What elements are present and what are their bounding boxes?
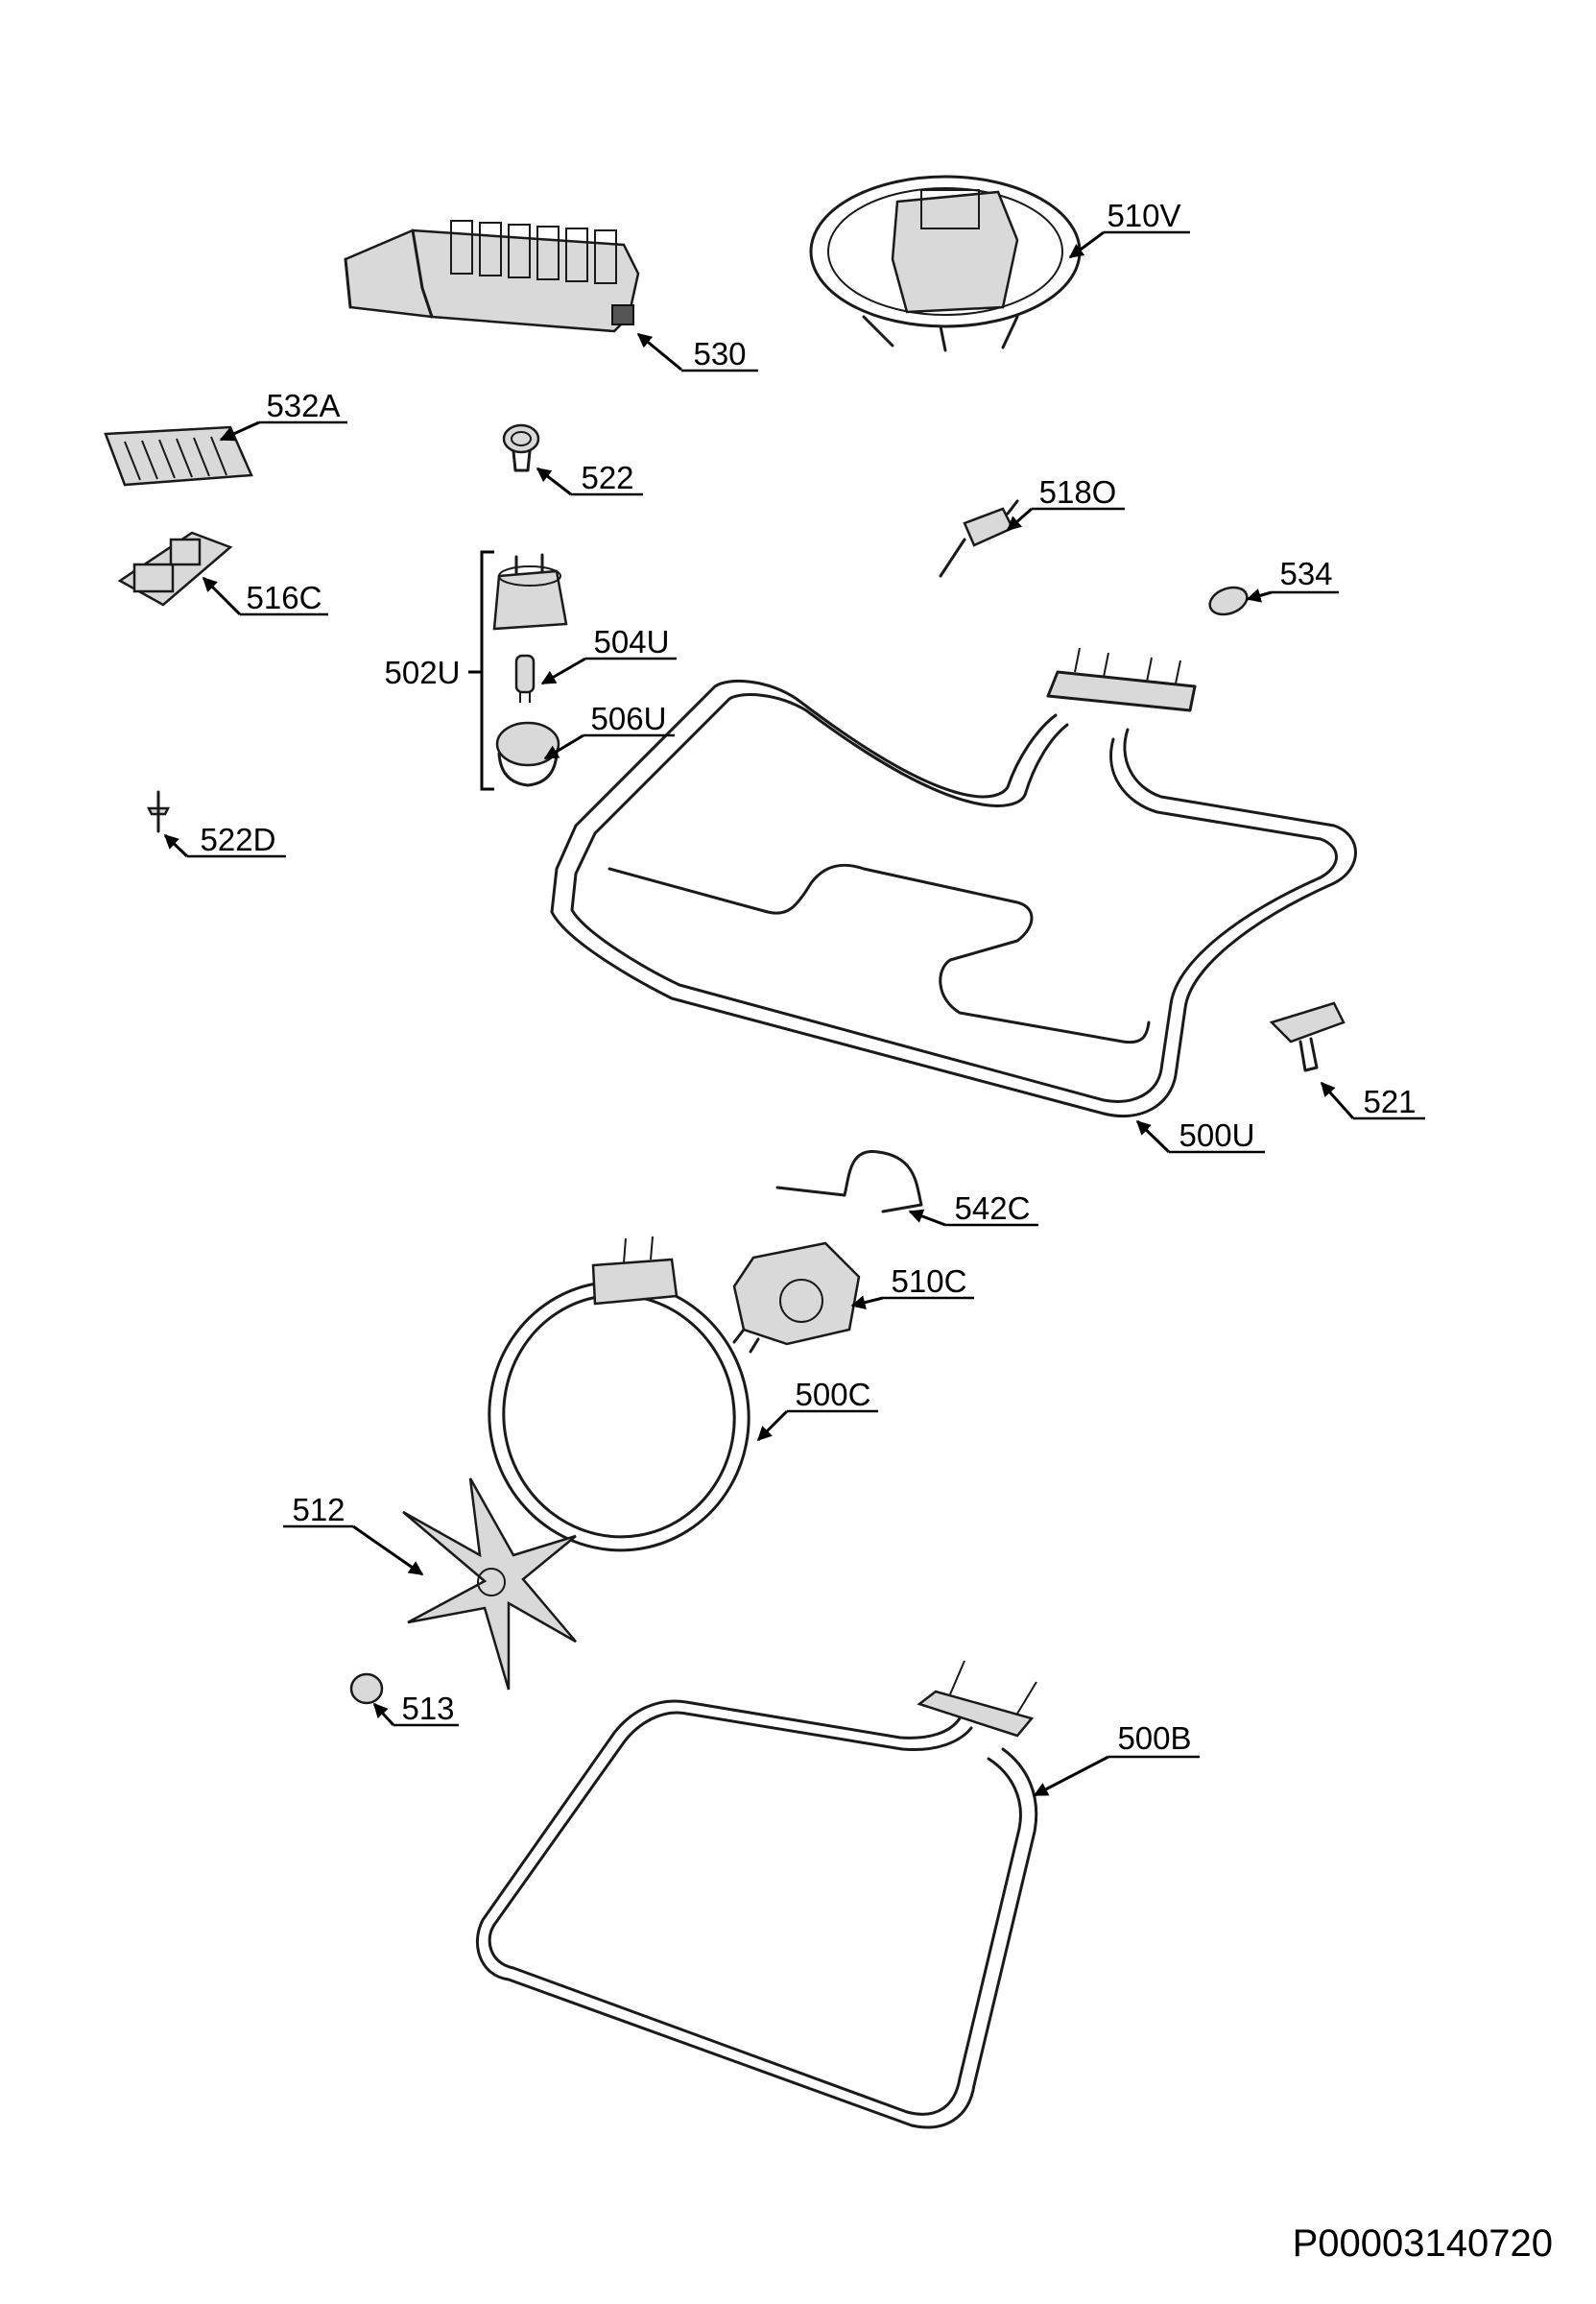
svg-text:510V: 510V <box>1107 198 1180 233</box>
svg-text:500B: 500B <box>1117 1720 1191 1756</box>
svg-text:542C: 542C <box>955 1190 1031 1226</box>
label-513: 513 <box>372 1691 459 1727</box>
svg-text:532A: 532A <box>266 388 340 423</box>
label-521: 521 <box>1320 1081 1425 1120</box>
label-534: 534 <box>1246 556 1339 603</box>
label-512: 512 <box>283 1492 424 1576</box>
label-506U: 506U <box>543 701 675 760</box>
label-510C: 510C <box>850 1263 974 1310</box>
svg-text:504U: 504U <box>594 624 670 660</box>
label-510V: 510V <box>1068 198 1190 259</box>
label-522: 522 <box>536 460 643 496</box>
svg-text:500U: 500U <box>1179 1117 1255 1153</box>
part-542C-drawing <box>775 1150 923 1213</box>
part-534-drawing <box>1208 586 1249 616</box>
label-504U: 504U <box>540 624 677 685</box>
part-522-drawing <box>502 423 540 472</box>
svg-text:500C: 500C <box>796 1377 871 1412</box>
part-510C-drawing <box>732 1241 861 1354</box>
label-500U: 500U <box>1135 1117 1265 1154</box>
svg-text:522: 522 <box>581 460 633 495</box>
part-510V-drawing <box>809 175 1082 352</box>
label-518O: 518O <box>1006 474 1125 532</box>
label-502U: 502U <box>385 655 461 690</box>
svg-text:506U: 506U <box>591 701 667 736</box>
svg-text:512: 512 <box>292 1492 345 1527</box>
part-512-drawing <box>402 1477 577 1691</box>
group-502U-bracket <box>468 550 494 791</box>
label-516C: 516C <box>202 576 328 616</box>
svg-text:516C: 516C <box>247 580 322 615</box>
label-522D: 522D <box>163 822 286 858</box>
part-500B-drawing <box>475 1660 1038 2129</box>
label-500C: 500C <box>756 1377 878 1442</box>
part-522D-drawing <box>146 790 171 833</box>
svg-text:534: 534 <box>1279 556 1332 591</box>
part-521-drawing <box>1269 1001 1346 1072</box>
svg-text:510C: 510C <box>892 1263 967 1299</box>
part-502U-drawing <box>492 553 568 631</box>
part-518O-drawing <box>939 499 1019 578</box>
document-code: P00003140720 <box>1293 2222 1553 2265</box>
label-500B: 500B <box>1033 1720 1200 1797</box>
part-532A-drawing <box>104 425 253 487</box>
svg-text:530: 530 <box>693 336 746 372</box>
part-504U-drawing <box>514 654 536 703</box>
svg-text:518O: 518O <box>1039 474 1117 510</box>
svg-text:502U: 502U <box>385 655 461 690</box>
svg-text:521: 521 <box>1363 1084 1416 1119</box>
part-500C-drawing <box>488 1236 750 1552</box>
part-530-drawing <box>344 220 640 333</box>
part-506U-drawing <box>495 721 560 787</box>
part-513-drawing <box>349 1672 384 1705</box>
label-530: 530 <box>636 332 758 372</box>
label-532A: 532A <box>219 388 347 442</box>
svg-text:513: 513 <box>401 1691 454 1726</box>
part-500U-drawing <box>550 647 1357 1118</box>
label-542C: 542C <box>908 1190 1038 1227</box>
svg-text:522D: 522D <box>201 822 276 857</box>
part-516C-drawing <box>117 531 233 607</box>
